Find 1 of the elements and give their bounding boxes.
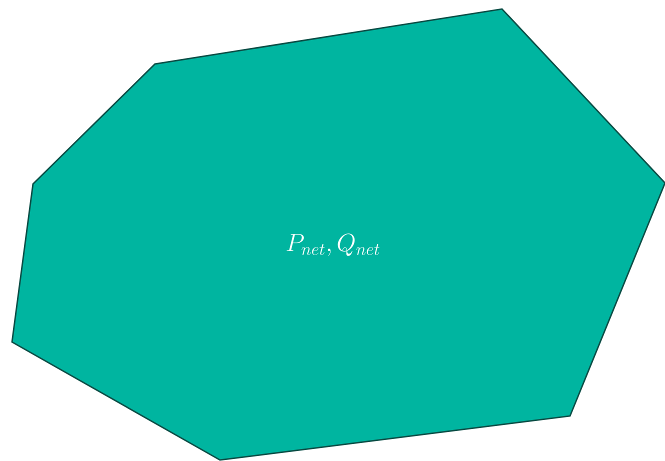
polygon-region: $P_{net}, Q_{net}$	[11, 8, 665, 461]
